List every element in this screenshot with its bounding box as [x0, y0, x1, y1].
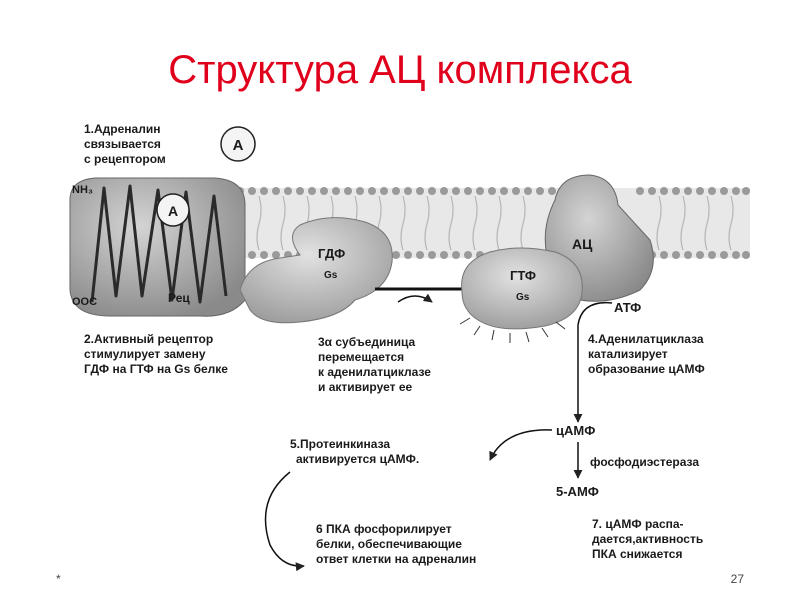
- gtp-label: ГТФ: [510, 268, 536, 283]
- receptor-label: Рец: [168, 291, 190, 305]
- page-number: 27: [730, 572, 744, 586]
- gdp-label: ГДФ: [318, 246, 345, 261]
- step1-text: 1.Адреналин связывается с рецептором: [84, 122, 166, 166]
- camp-label: цАМФ: [556, 423, 595, 438]
- receptor-nh3-label: NH₃: [72, 184, 93, 196]
- svg-text:и активирует ее: и активирует ее: [318, 380, 412, 394]
- camp-to-pka-arrow: [489, 429, 553, 461]
- gtp-exchange-arrow: [397, 293, 433, 303]
- adrenaline-free-icon: [220, 126, 256, 162]
- svg-text:дается,активность: дается,активность: [592, 532, 703, 546]
- step7-text: 7. цАМФ распа- дается,активность ПКА сни…: [592, 517, 703, 561]
- svg-text:5.Протеинкиназа: 5.Протеинкиназа: [290, 437, 390, 451]
- slide-title: Структура АЦ комплекса: [168, 48, 632, 92]
- atp-label: АТФ: [614, 300, 641, 315]
- amp-label: 5-АМФ: [556, 484, 599, 499]
- svg-text:к аденилатциклазе: к аденилатциклазе: [318, 365, 431, 379]
- receptor-ooc-label: OOC: [72, 296, 97, 308]
- adrenaline-bound-icon: [156, 193, 190, 227]
- step5-text: 5.Протеинкиназа активируется цАМФ.: [290, 437, 419, 466]
- svg-text:4.Аденилатциклаза: 4.Аденилатциклаза: [588, 332, 704, 346]
- svg-text:6 ПКА фосфорилирует: 6 ПКА фосфорилирует: [316, 522, 452, 536]
- step2-text: 2.Активный рецептор стимулирует замену Г…: [84, 332, 228, 376]
- svg-text:3α субъединица: 3α субъединица: [318, 335, 416, 349]
- svg-text:2.Активный рецептор: 2.Активный рецептор: [84, 332, 213, 346]
- step6-text: 6 ПКА фосфорилирует белки, обеспечивающи…: [316, 522, 476, 566]
- svg-text:перемещается: перемещается: [318, 350, 404, 364]
- step3-text: 3α субъединица перемещается к аденилатци…: [318, 335, 431, 394]
- svg-text:связывается: связывается: [84, 137, 161, 151]
- svg-text:ГДФ на ГТФ на Gs белке: ГДФ на ГТФ на Gs белке: [84, 362, 228, 376]
- svg-text:ПКА снижается: ПКА снижается: [592, 547, 683, 561]
- svg-text:стимулирует замену: стимулирует замену: [84, 347, 206, 361]
- svg-text:белки, обеспечивающие: белки, обеспечивающие: [316, 537, 462, 551]
- atp-to-camp-arrow: [573, 301, 613, 423]
- gs-label-2: Gs: [516, 292, 530, 303]
- svg-text:активируется цАМФ.: активируется цАМФ.: [296, 452, 419, 466]
- adrenaline-free-symbol: A: [233, 137, 244, 154]
- pka-arrow: [264, 471, 305, 572]
- pde-label: фосфодиэстераза: [590, 455, 699, 469]
- adrenaline-bound-symbol: A: [168, 203, 178, 219]
- svg-text:ответ клетки на адреналин: ответ клетки на адреналин: [316, 552, 476, 566]
- gs-label: Gs: [324, 270, 338, 281]
- svg-text:с рецептором: с рецептором: [84, 152, 166, 166]
- gs-protein-gdp: ГДФ Gs: [239, 217, 393, 324]
- receptor: A NH₃ OOC Рец: [69, 177, 246, 317]
- gs-protein-gtp: ГТФ Gs: [459, 247, 583, 343]
- svg-text:7. цАМФ распа-: 7. цАМФ распа-: [592, 517, 684, 531]
- step4-text: 4.Аденилатциклаза катализирует образован…: [588, 332, 705, 376]
- ac-label: АЦ: [572, 236, 593, 252]
- svg-text:образование цАМФ: образование цАМФ: [588, 362, 705, 376]
- footer-marker: *: [56, 572, 61, 586]
- svg-text:катализирует: катализирует: [588, 347, 668, 361]
- svg-text:1.Адреналин: 1.Адреналин: [84, 122, 160, 136]
